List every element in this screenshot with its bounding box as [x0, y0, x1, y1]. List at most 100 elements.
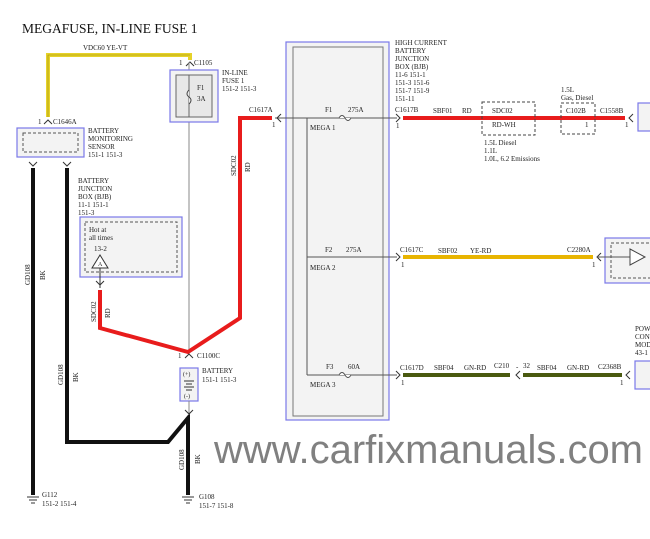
fuse-f3-rating: 60A	[348, 363, 360, 371]
svg-text:BATTERY: BATTERY	[88, 127, 119, 135]
c1617a-label: C1617A	[249, 106, 273, 114]
connector-icon	[28, 161, 72, 167]
splice-note: 1.5L Diesel	[484, 139, 516, 147]
gd108-c-circuit: GD108	[178, 449, 186, 470]
svg-text:BATTERY: BATTERY	[78, 177, 109, 185]
battery-icon	[184, 380, 194, 391]
connector-icon	[185, 61, 195, 67]
component-inner-partial	[610, 242, 650, 279]
svg-text:POW: POW	[635, 325, 650, 333]
sdc02-left-circuit: SDC02	[90, 301, 98, 322]
bjb-ref: 13-2	[94, 245, 107, 253]
sbf04b-circuit: SBF04	[537, 364, 557, 372]
bms-label: BATTERY MONITORING SENSOR 151-1 151-3	[88, 127, 133, 159]
connector-icon	[515, 370, 521, 380]
sdc02-splice-box	[481, 101, 536, 136]
connector-icon	[625, 370, 631, 380]
c210-label: C210	[494, 362, 510, 370]
connector-icon	[184, 353, 194, 359]
c1105-pin: 1	[179, 59, 183, 67]
c210-pin: 32	[523, 362, 531, 370]
c102b-pin: 1	[585, 121, 589, 129]
wire-vdc60-outline	[47, 54, 190, 117]
battery-refs: 151-1 151-3	[202, 376, 237, 384]
bjb-hot-label: Hot at	[89, 226, 106, 234]
sbf04a-color: GN-RD	[464, 364, 486, 372]
inline-fuse-inner	[175, 74, 213, 118]
connector-icon	[43, 119, 53, 125]
connector-icon	[628, 113, 634, 123]
c102b-box	[560, 102, 596, 135]
pcm-box-partial	[634, 360, 650, 390]
inline-fuse-label: IN-LINE FUSE 1 151-2 151-3	[222, 69, 257, 93]
svg-text:151-2 151-3: 151-2 151-3	[222, 85, 257, 93]
sbf02-color: YE-RD	[470, 247, 491, 255]
c1558b-label: C1558B	[600, 107, 624, 115]
wire-vdc60-label: VDC60 YE-VT	[83, 44, 128, 52]
fuse-f3-label: F3	[326, 363, 334, 371]
sbf01-circuit: SBF01	[433, 107, 453, 115]
svg-text:SENSOR: SENSOR	[88, 143, 115, 151]
connector-icon	[95, 280, 105, 286]
connector-icon	[184, 409, 194, 415]
gd108-b-color: BK	[72, 372, 80, 382]
fuse-f1-label: F1	[325, 106, 333, 114]
component-box-partial	[637, 102, 650, 132]
wire-sdc02	[98, 116, 272, 355]
hcbjb-inner	[292, 46, 384, 417]
bjb-label: BATTERY JUNCTION BOX (BJB) 11-1 151-1 15…	[78, 177, 112, 217]
battery-plus: (+)	[183, 371, 190, 378]
gd108-a-color: BK	[39, 270, 47, 280]
c1617a-pin: 1	[272, 121, 276, 129]
pcm-label: POW CON MOD 43-1	[635, 325, 650, 357]
svg-text:MOD: MOD	[635, 341, 650, 349]
svg-text:MONITORING: MONITORING	[88, 135, 133, 143]
connector-icon	[395, 252, 401, 262]
bms-inner	[22, 132, 79, 153]
sdc02-left-color: RD	[104, 308, 112, 318]
svg-text:11-6 151-1: 11-6 151-1	[395, 71, 426, 79]
sdc02-right-color: RD	[244, 162, 252, 172]
c1617c-pin: 1	[401, 261, 405, 269]
svg-text:BATTERY: BATTERY	[395, 47, 426, 55]
splice-note: 1.0L, 6.2 Emissions	[484, 155, 540, 163]
c2280a-pin: 1	[592, 261, 596, 269]
fuse-f3-name: MEGA 3	[310, 381, 336, 389]
battery-label: BATTERY	[202, 367, 233, 375]
c1646a-pin: 1	[38, 118, 42, 126]
svg-text:FUSE 1: FUSE 1	[222, 77, 245, 85]
wire-gd108-b	[65, 168, 190, 495]
svg-text:151-3 151-6: 151-3 151-6	[395, 79, 430, 87]
sbf02-circuit: SBF02	[438, 247, 458, 255]
sbf04b-color: GN-RD	[567, 364, 589, 372]
svg-text:CON: CON	[635, 333, 650, 341]
c102b-label: C102B	[566, 107, 586, 115]
c1558b-pin: 1	[625, 121, 629, 129]
sdc02-splice-name: SDC02	[492, 107, 513, 115]
g112-refs: 151-2 151-4	[42, 500, 77, 508]
svg-text:BOX (BJB): BOX (BJB)	[78, 193, 112, 201]
svg-text:151-11: 151-11	[395, 95, 415, 103]
g108-refs: 151-7 151-8	[199, 502, 234, 510]
inline-fuse-id: F1	[197, 84, 205, 92]
fuse-icon	[338, 372, 352, 378]
fuse-icon	[338, 115, 352, 121]
fuse-icon	[186, 89, 192, 105]
hcbjb-box	[285, 41, 390, 421]
svg-text:151-3: 151-3	[78, 209, 95, 217]
ground-icon	[27, 496, 39, 504]
gd108-a-circuit: GD108	[24, 264, 32, 285]
c1617c-label: C1617C	[400, 246, 424, 254]
c1617b-pin: 1	[396, 122, 400, 130]
sdc02-right-circuit: SDC02	[230, 155, 238, 176]
fuse-f1-rating: 275A	[348, 106, 364, 114]
svg-text:BOX (BJB): BOX (BJB)	[395, 63, 429, 71]
g108-label: G108	[199, 493, 215, 501]
svg-text:43-1: 43-1	[635, 349, 648, 357]
bjb-inner	[84, 221, 178, 273]
c102b-note: Gas, Diesel	[561, 94, 593, 102]
g112-label: G112	[42, 491, 58, 499]
c1100c-pin: 1	[178, 352, 182, 360]
amplifier-icon	[629, 248, 647, 266]
